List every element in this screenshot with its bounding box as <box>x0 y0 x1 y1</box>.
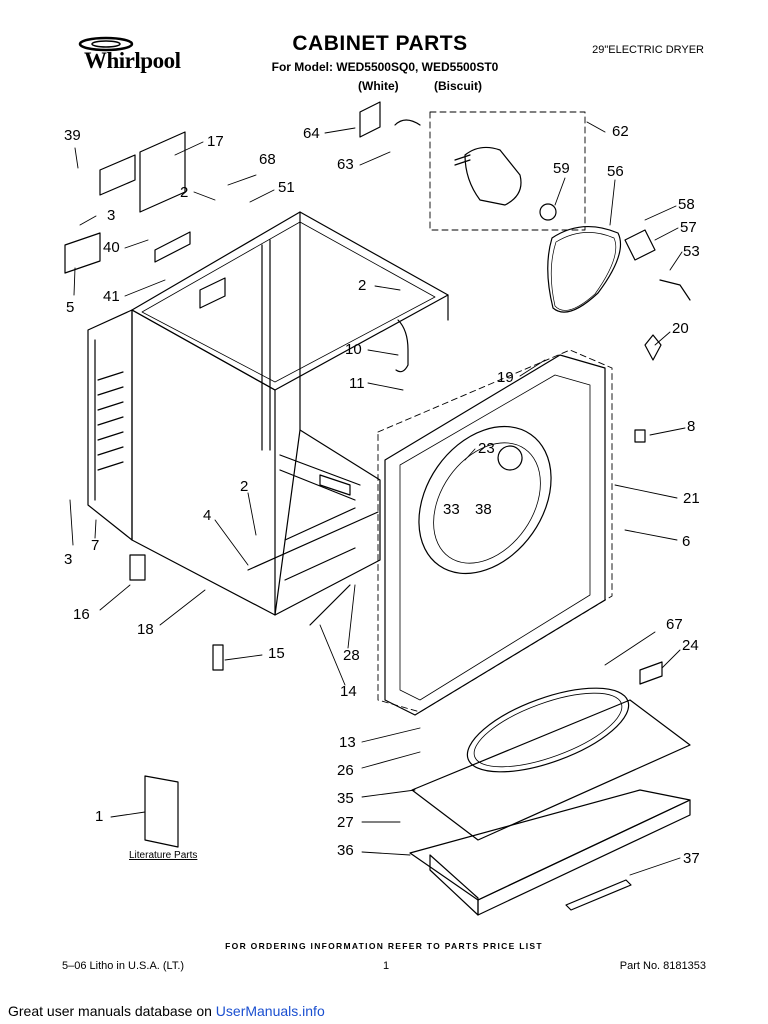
callout-64: 64 <box>303 125 320 142</box>
callout-18: 18 <box>137 621 154 638</box>
callout-16: 16 <box>73 606 90 623</box>
callout-58: 58 <box>678 196 695 213</box>
callout-59: 59 <box>553 160 570 177</box>
callout-53: 53 <box>683 243 700 260</box>
callout-13: 13 <box>339 734 356 751</box>
leader-lines <box>69 121 686 876</box>
ordering-info: FOR ORDERING INFORMATION REFER TO PARTS … <box>225 941 543 951</box>
database-prefix: Great user manuals database on <box>8 1003 216 1019</box>
literature-book <box>144 775 179 848</box>
callout-8: 8 <box>687 418 696 435</box>
callout-3b: 3 <box>64 551 73 568</box>
page-number: 1 <box>383 960 390 972</box>
model-line: For Model: WED5500SQ0, WED5500ST0 <box>271 60 499 74</box>
front-panel <box>384 354 606 716</box>
foot-20 <box>644 334 662 361</box>
callout-6: 6 <box>682 533 691 550</box>
variant-biscuit: (Biscuit) <box>434 79 482 93</box>
callout-39: 39 <box>64 127 81 144</box>
callout-5: 5 <box>66 299 75 316</box>
callout-27: 27 <box>337 814 354 831</box>
callout-33: 33 <box>443 501 460 518</box>
callout-15: 15 <box>268 645 285 662</box>
callout-26: 26 <box>337 762 354 779</box>
callout-1: 1 <box>95 808 104 825</box>
callout-17: 17 <box>207 133 224 150</box>
callout-63: 63 <box>337 156 354 173</box>
callout-10: 10 <box>345 341 362 358</box>
database-banner: Great user manuals database on UserManua… <box>8 1003 325 1019</box>
callout-19: 19 <box>497 369 514 386</box>
clip-8 <box>634 429 646 443</box>
callout-11: 11 <box>349 375 365 392</box>
cover-plate <box>64 232 101 274</box>
callout-40: 40 <box>103 239 120 256</box>
callout-28: 28 <box>343 647 360 664</box>
drive-belt <box>547 225 622 313</box>
cabinet-body <box>131 211 449 616</box>
grille-24 <box>639 661 663 685</box>
motor <box>454 146 557 221</box>
callout-41: 41 <box>103 288 120 305</box>
callout-57: 57 <box>680 219 697 236</box>
terminal-block <box>99 131 186 213</box>
variant-white: (White) <box>358 79 399 93</box>
callout-4: 4 <box>203 507 212 524</box>
spring <box>309 584 351 626</box>
callout-2c: 2 <box>240 478 249 495</box>
callout-14: 14 <box>340 683 357 700</box>
logo-swoosh-icon <box>78 36 134 52</box>
toe-panel-assembly <box>409 687 691 916</box>
callout-7: 7 <box>91 537 100 554</box>
brand-wordmark: Whirlpool <box>84 48 181 73</box>
drawer-37 <box>565 879 632 911</box>
litho-info: 5–06 Litho in U.S.A. (LT.) <box>62 960 185 972</box>
callout-24: 24 <box>682 637 699 654</box>
callout-37: 37 <box>683 850 700 867</box>
callout-38: 38 <box>475 501 492 518</box>
harness <box>395 319 409 373</box>
product-type: 29"ELECTRIC DRYER <box>592 44 704 56</box>
callout-67: 67 <box>666 616 683 633</box>
callout-20: 20 <box>672 320 689 337</box>
leveling-leg <box>129 554 146 581</box>
literature-parts-label: Literature Parts <box>129 850 198 861</box>
callout-56: 56 <box>607 163 624 180</box>
bracket <box>212 644 224 671</box>
callout-68: 68 <box>259 151 276 168</box>
callout-62: 62 <box>612 123 629 140</box>
callout-3a: 3 <box>107 207 116 224</box>
terminal-bracket <box>154 231 191 263</box>
callout-35: 35 <box>337 790 354 807</box>
left-side-panel <box>87 309 276 616</box>
idler-bracket <box>624 229 691 301</box>
page-title: CABINET PARTS <box>292 32 468 55</box>
motor-bracket <box>359 101 421 138</box>
whirlpool-logo: Whirlpool <box>72 34 202 82</box>
callout-36: 36 <box>337 842 354 859</box>
callout-23: 23 <box>478 440 495 457</box>
callout-51: 51 <box>278 179 295 196</box>
callout-21: 21 <box>683 490 700 507</box>
callout-2b: 2 <box>358 277 367 294</box>
callout-2a: 2 <box>180 184 189 201</box>
part-number: Part No. 8181353 <box>619 960 706 972</box>
usermanuals-link[interactable]: UserManuals.info <box>215 1003 325 1019</box>
